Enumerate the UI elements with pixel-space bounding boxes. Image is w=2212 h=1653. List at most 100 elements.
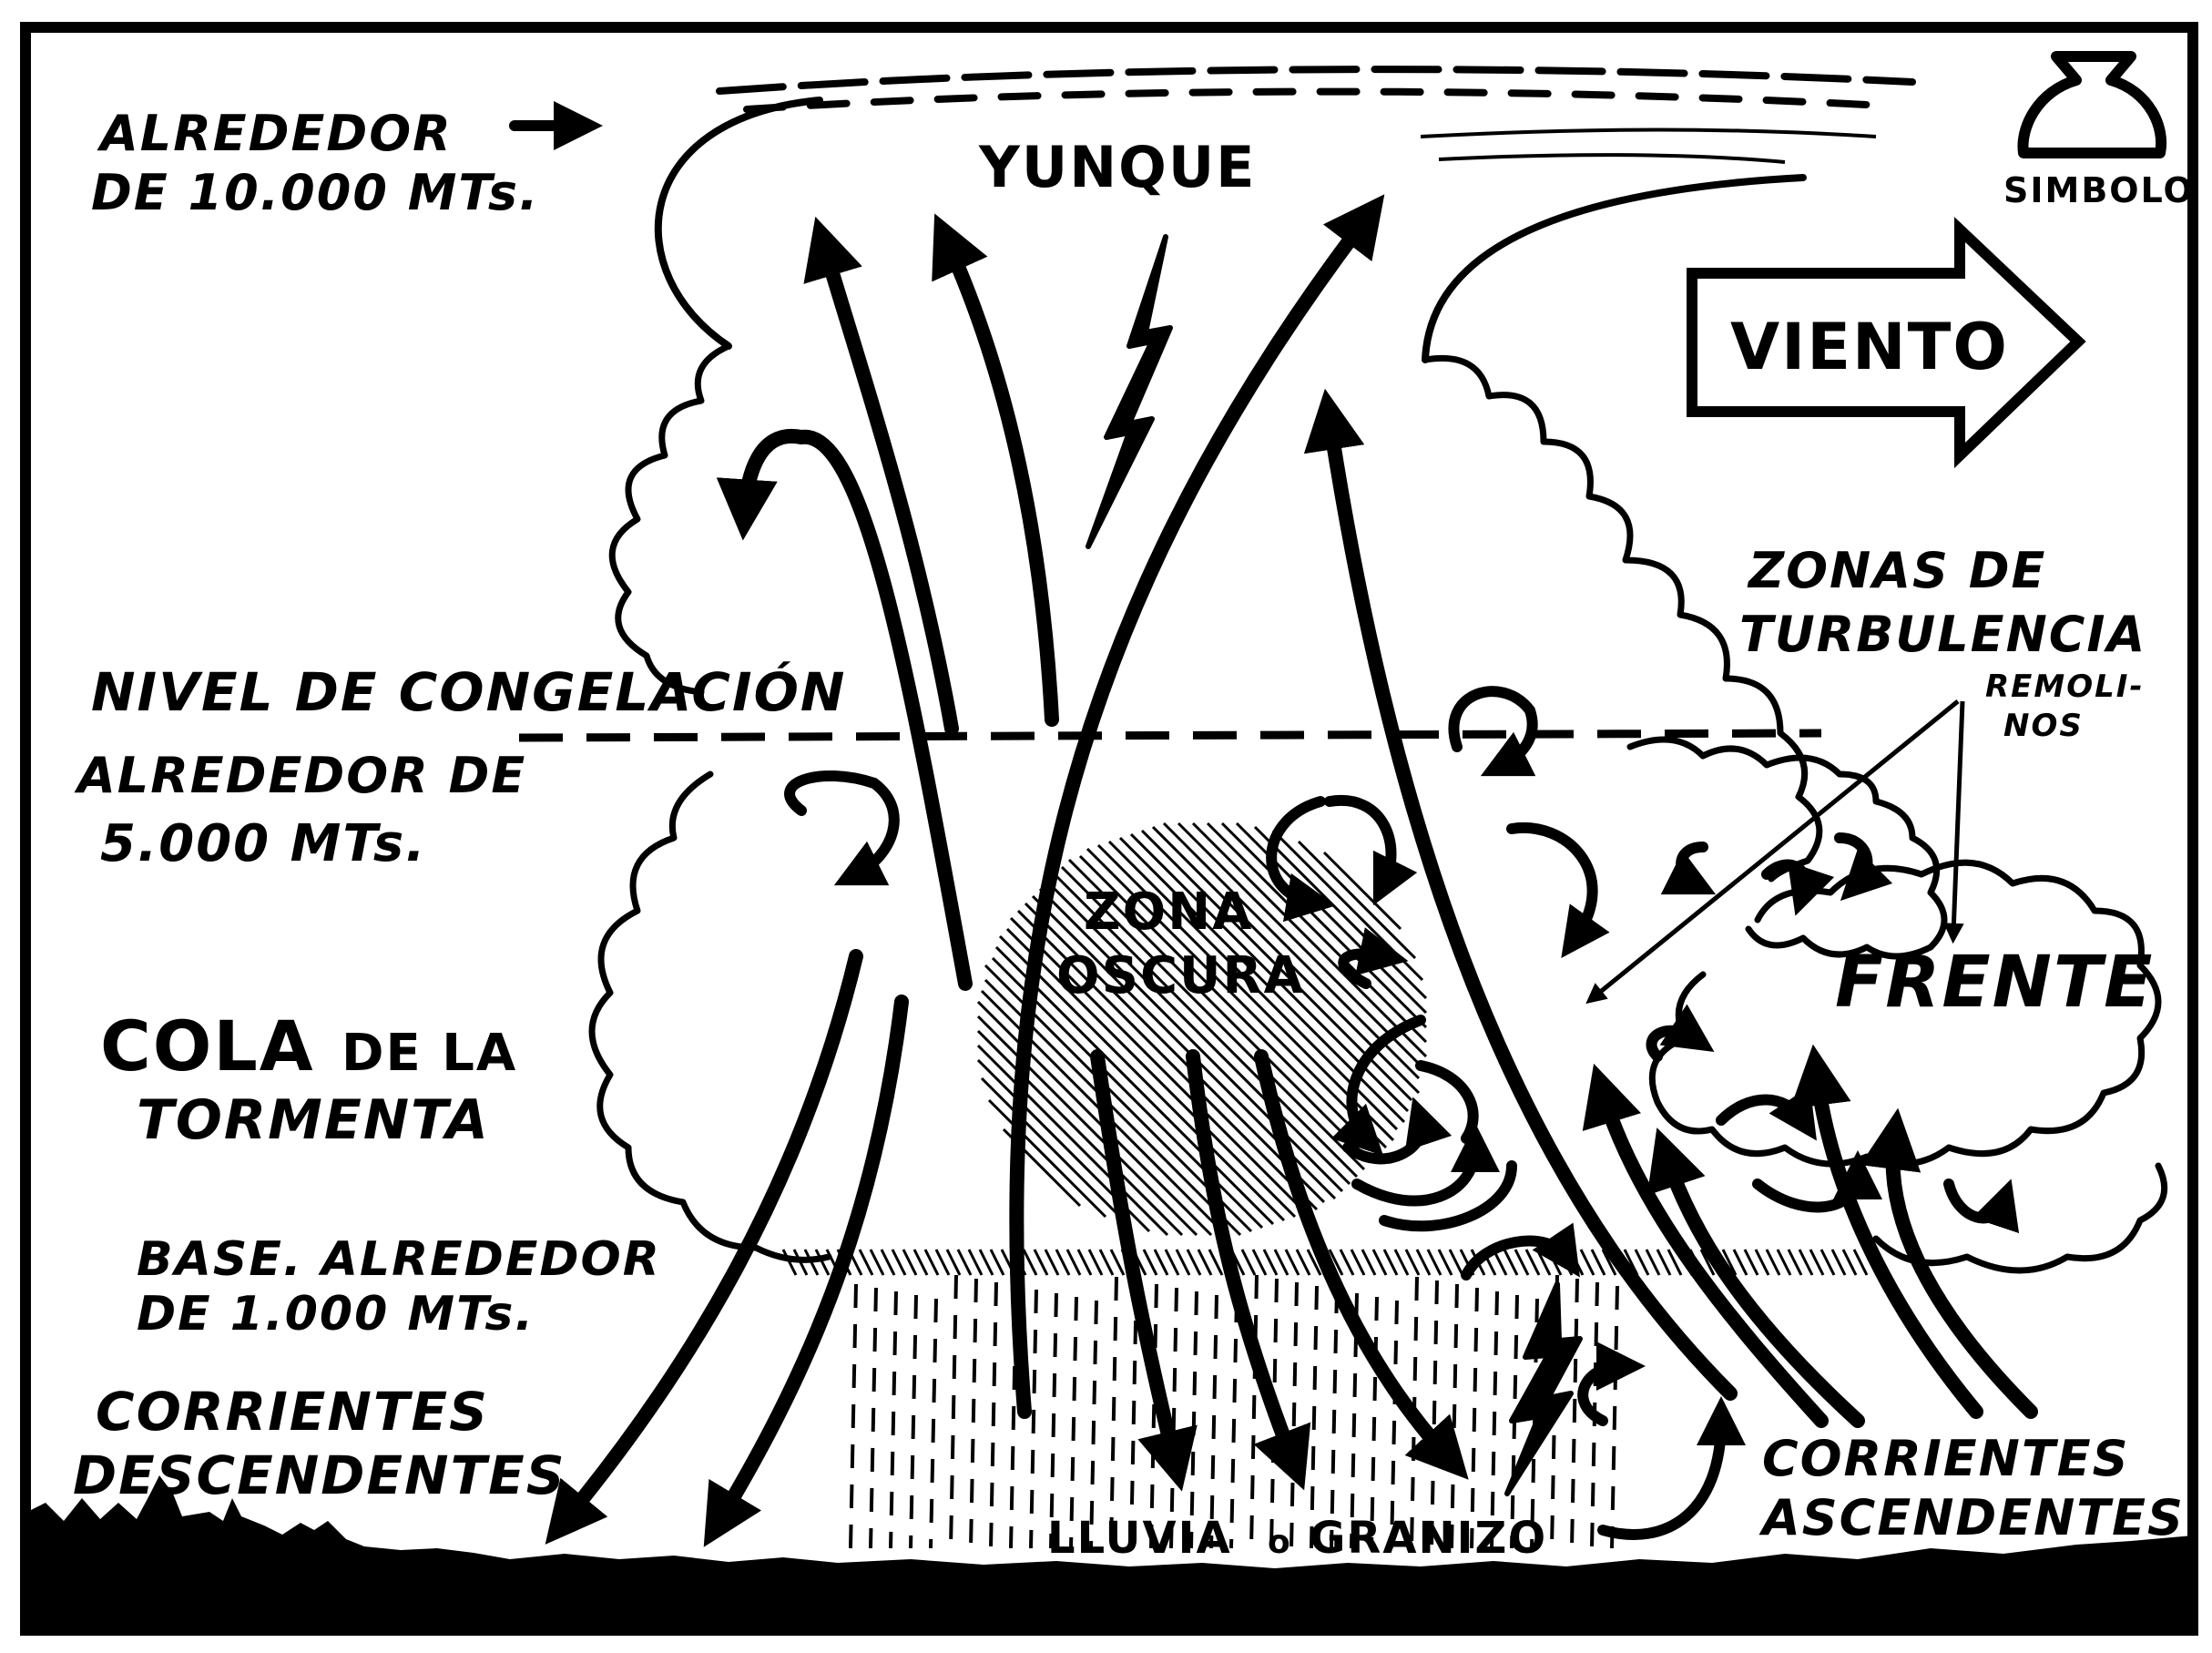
hatch-stroke — [1142, 1249, 1158, 1276]
hatch-stroke — [1273, 1249, 1289, 1276]
hatch-stroke — [869, 1249, 885, 1276]
hatch-stroke — [1371, 1249, 1388, 1276]
updraft-arrow-4 — [1303, 388, 1738, 1401]
updrafts-label-line2: ASCENDENTES — [1758, 1489, 2185, 1546]
rain-arrow-2 — [1186, 1049, 1311, 1491]
freezing-altitude-line2: 5.000 MTs. — [100, 814, 427, 873]
freezing-altitude-line1: ALREDEDOR DE — [74, 747, 526, 804]
rain-streak — [1189, 1291, 1198, 1549]
base-label-line2: DE 1.000 MTs. — [137, 1287, 535, 1342]
hatch-stroke — [1220, 821, 1428, 1029]
hatch-stroke — [1087, 1249, 1104, 1276]
hatch-stroke — [1045, 880, 1351, 1186]
hatch-stroke — [1852, 1249, 1869, 1276]
rain-streak — [1330, 1289, 1339, 1549]
hatch-stroke — [1024, 902, 1326, 1204]
hatch-stroke — [1809, 1249, 1825, 1276]
turbulence-label-line1: ZONAS DE — [1747, 542, 2046, 599]
eddies-pointer-line-2 — [1943, 700, 1965, 944]
rain-streak — [1029, 1289, 1038, 1549]
hatch-stroke — [1448, 1249, 1464, 1276]
rain-streak — [1310, 1285, 1319, 1549]
rain-streak — [1450, 1283, 1459, 1549]
hatch-stroke — [1322, 851, 1402, 931]
hatch-stroke — [934, 1249, 951, 1276]
hatch-stroke — [1415, 1249, 1432, 1276]
air-flows — [545, 194, 2038, 1547]
hatch-stroke — [902, 1249, 918, 1276]
eddies-pointer-line-1 — [1585, 699, 1960, 1005]
dark-zone-label-line1: ZONA — [1084, 883, 1253, 942]
hatch-stroke — [1667, 1249, 1683, 1276]
hatch-stroke — [1503, 1249, 1519, 1276]
hatch-stroke — [1033, 1249, 1049, 1276]
rain-streak — [1049, 1292, 1058, 1549]
hatch-stroke — [1590, 1249, 1606, 1276]
rain-streak — [1570, 1278, 1579, 1549]
hatch-stroke — [1065, 1249, 1082, 1276]
hatch-stroke — [1197, 1249, 1213, 1276]
hatch-stroke — [1060, 865, 1366, 1171]
rain-streak — [1249, 1274, 1259, 1549]
hatch-stroke — [1514, 1249, 1530, 1276]
hatch-stroke — [1721, 1249, 1738, 1276]
eddies-label-line2: NOS — [2003, 708, 2084, 744]
symbol-label: SIMBOLO — [2003, 170, 2195, 210]
hatch-stroke — [923, 1249, 940, 1276]
hatch-stroke — [1339, 1249, 1355, 1276]
rain-streak — [1069, 1296, 1078, 1549]
cloud-front-bottom — [1872, 1162, 2168, 1274]
top-altitude-label-line2: DE 10.000 MTs. — [91, 164, 540, 221]
rain-streak — [1089, 1300, 1098, 1549]
hatch-stroke — [1295, 1249, 1311, 1276]
rain-streak — [929, 1298, 938, 1549]
hatch-stroke — [1186, 1249, 1202, 1276]
turbulence-label-line2: TURBULENCIA — [1739, 606, 2146, 663]
rain-streak — [1129, 1280, 1138, 1549]
base-label-line1: BASE. ALREDEDOR — [137, 1232, 661, 1287]
hatch-stroke — [1568, 1249, 1585, 1276]
updraft-arrow-6 — [1646, 1128, 1865, 1428]
updraft-arrow-1 — [803, 216, 959, 736]
rain-streak — [869, 1287, 878, 1549]
hatch-stroke — [1005, 927, 1297, 1219]
updraft-arrow-5 — [1582, 1063, 1829, 1428]
hatch-stroke — [1426, 1249, 1442, 1276]
hatch-stroke — [1022, 1249, 1038, 1276]
hatch-stroke — [1251, 1249, 1268, 1276]
hatch-stroke — [1055, 1249, 1071, 1276]
hatch-stroke — [1382, 1249, 1399, 1276]
rain-streak — [1209, 1294, 1218, 1549]
hatch-stroke — [1016, 909, 1319, 1211]
hatch-stroke — [1175, 1249, 1191, 1276]
anvil-outline-right — [1422, 174, 1807, 363]
rain-streak — [1610, 1285, 1619, 1549]
hatch-stroke — [814, 1249, 831, 1276]
hatch-stroke — [1776, 1249, 1792, 1276]
rain-arrow-1 — [1090, 1049, 1198, 1492]
rain-streak — [1490, 1291, 1499, 1549]
cloud-left-upper — [608, 342, 732, 696]
rain-streak — [1430, 1280, 1439, 1549]
hatch-stroke — [1328, 1249, 1344, 1276]
hatch-stroke — [1153, 1249, 1169, 1276]
hatch-stroke — [858, 1249, 874, 1276]
hatch-stroke — [1524, 1249, 1541, 1276]
hatch-stroke — [891, 1249, 907, 1276]
hatch-stroke — [1787, 1249, 1803, 1276]
hatch-stroke — [1206, 821, 1428, 1044]
hatch-stroke — [976, 1015, 1198, 1237]
updraft-arrow-8 — [1860, 1107, 2038, 1419]
storm-tail-rest: DE LA — [341, 1024, 517, 1083]
turbulence-eddies — [784, 686, 2020, 1540]
hatch-stroke — [1437, 1249, 1453, 1276]
hatch-stroke — [1162, 821, 1421, 1080]
hatch-stroke — [1067, 858, 1373, 1164]
anvil-streaks — [716, 66, 1916, 164]
hatch-stroke — [945, 1249, 962, 1276]
rain-streak — [1289, 1281, 1299, 1549]
hatch-stroke — [1601, 1249, 1617, 1276]
anvil-symbol-icon — [2017, 51, 2167, 158]
rain-hail-label-b: o — [1268, 1524, 1292, 1561]
